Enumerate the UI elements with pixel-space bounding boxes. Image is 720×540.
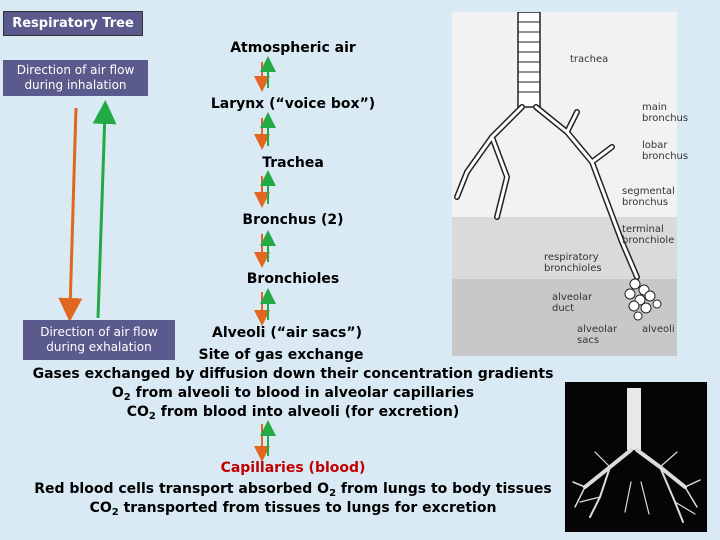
stage-capillaries: Capillaries (blood) <box>220 460 366 476</box>
gas-exchange-site: Site of gas exchange <box>198 347 364 363</box>
o2-exchange-text: O2 from alveoli to blood in alveolar cap… <box>111 385 475 403</box>
exhalation-label-box: Direction of air flow during exhalation <box>23 320 175 360</box>
inhalation-arrow <box>58 107 83 322</box>
inhalation-label-line2: during inhalation <box>24 78 127 92</box>
stage-trachea: Trachea <box>262 155 324 171</box>
title-box: Respiratory Tree <box>3 11 143 36</box>
bronchial-tree-photo <box>565 382 707 532</box>
exhalation-label-line2: during exhalation <box>46 340 152 354</box>
co2-exchange-text: CO2 from blood into alveoli (for excreti… <box>126 404 460 422</box>
stage-larynx: Larynx (“voice box”) <box>210 96 376 112</box>
exhalation-label-line1: Direction of air flow <box>40 325 158 339</box>
label-alveoli: alveoli <box>642 324 675 335</box>
label-trachea: trachea <box>570 54 609 65</box>
respiratory-tree-drawing <box>452 12 677 356</box>
stage-atmospheric-air: Atmospheric air <box>230 40 356 56</box>
co2-transport-text: CO2 transported from tissues to lungs fo… <box>89 500 497 518</box>
inhalation-label-line1: Direction of air flow <box>16 63 135 77</box>
rbc-transport-text: Red blood cells transport absorbed O2 fr… <box>34 481 552 499</box>
diffusion-text: Gases exchanged by diffusion down their … <box>32 366 554 382</box>
exhalation-arrow <box>92 100 117 319</box>
stage-bronchioles: Bronchioles <box>246 271 340 287</box>
stage-arrows <box>254 56 276 462</box>
inhalation-label-box: Direction of air flow during inhalation <box>3 60 148 96</box>
stage-alveoli: Alveoli (“air sacs”) <box>212 325 362 341</box>
bronchial-tree-cast <box>572 388 701 523</box>
stage-bronchus: Bronchus (2) <box>242 212 344 228</box>
